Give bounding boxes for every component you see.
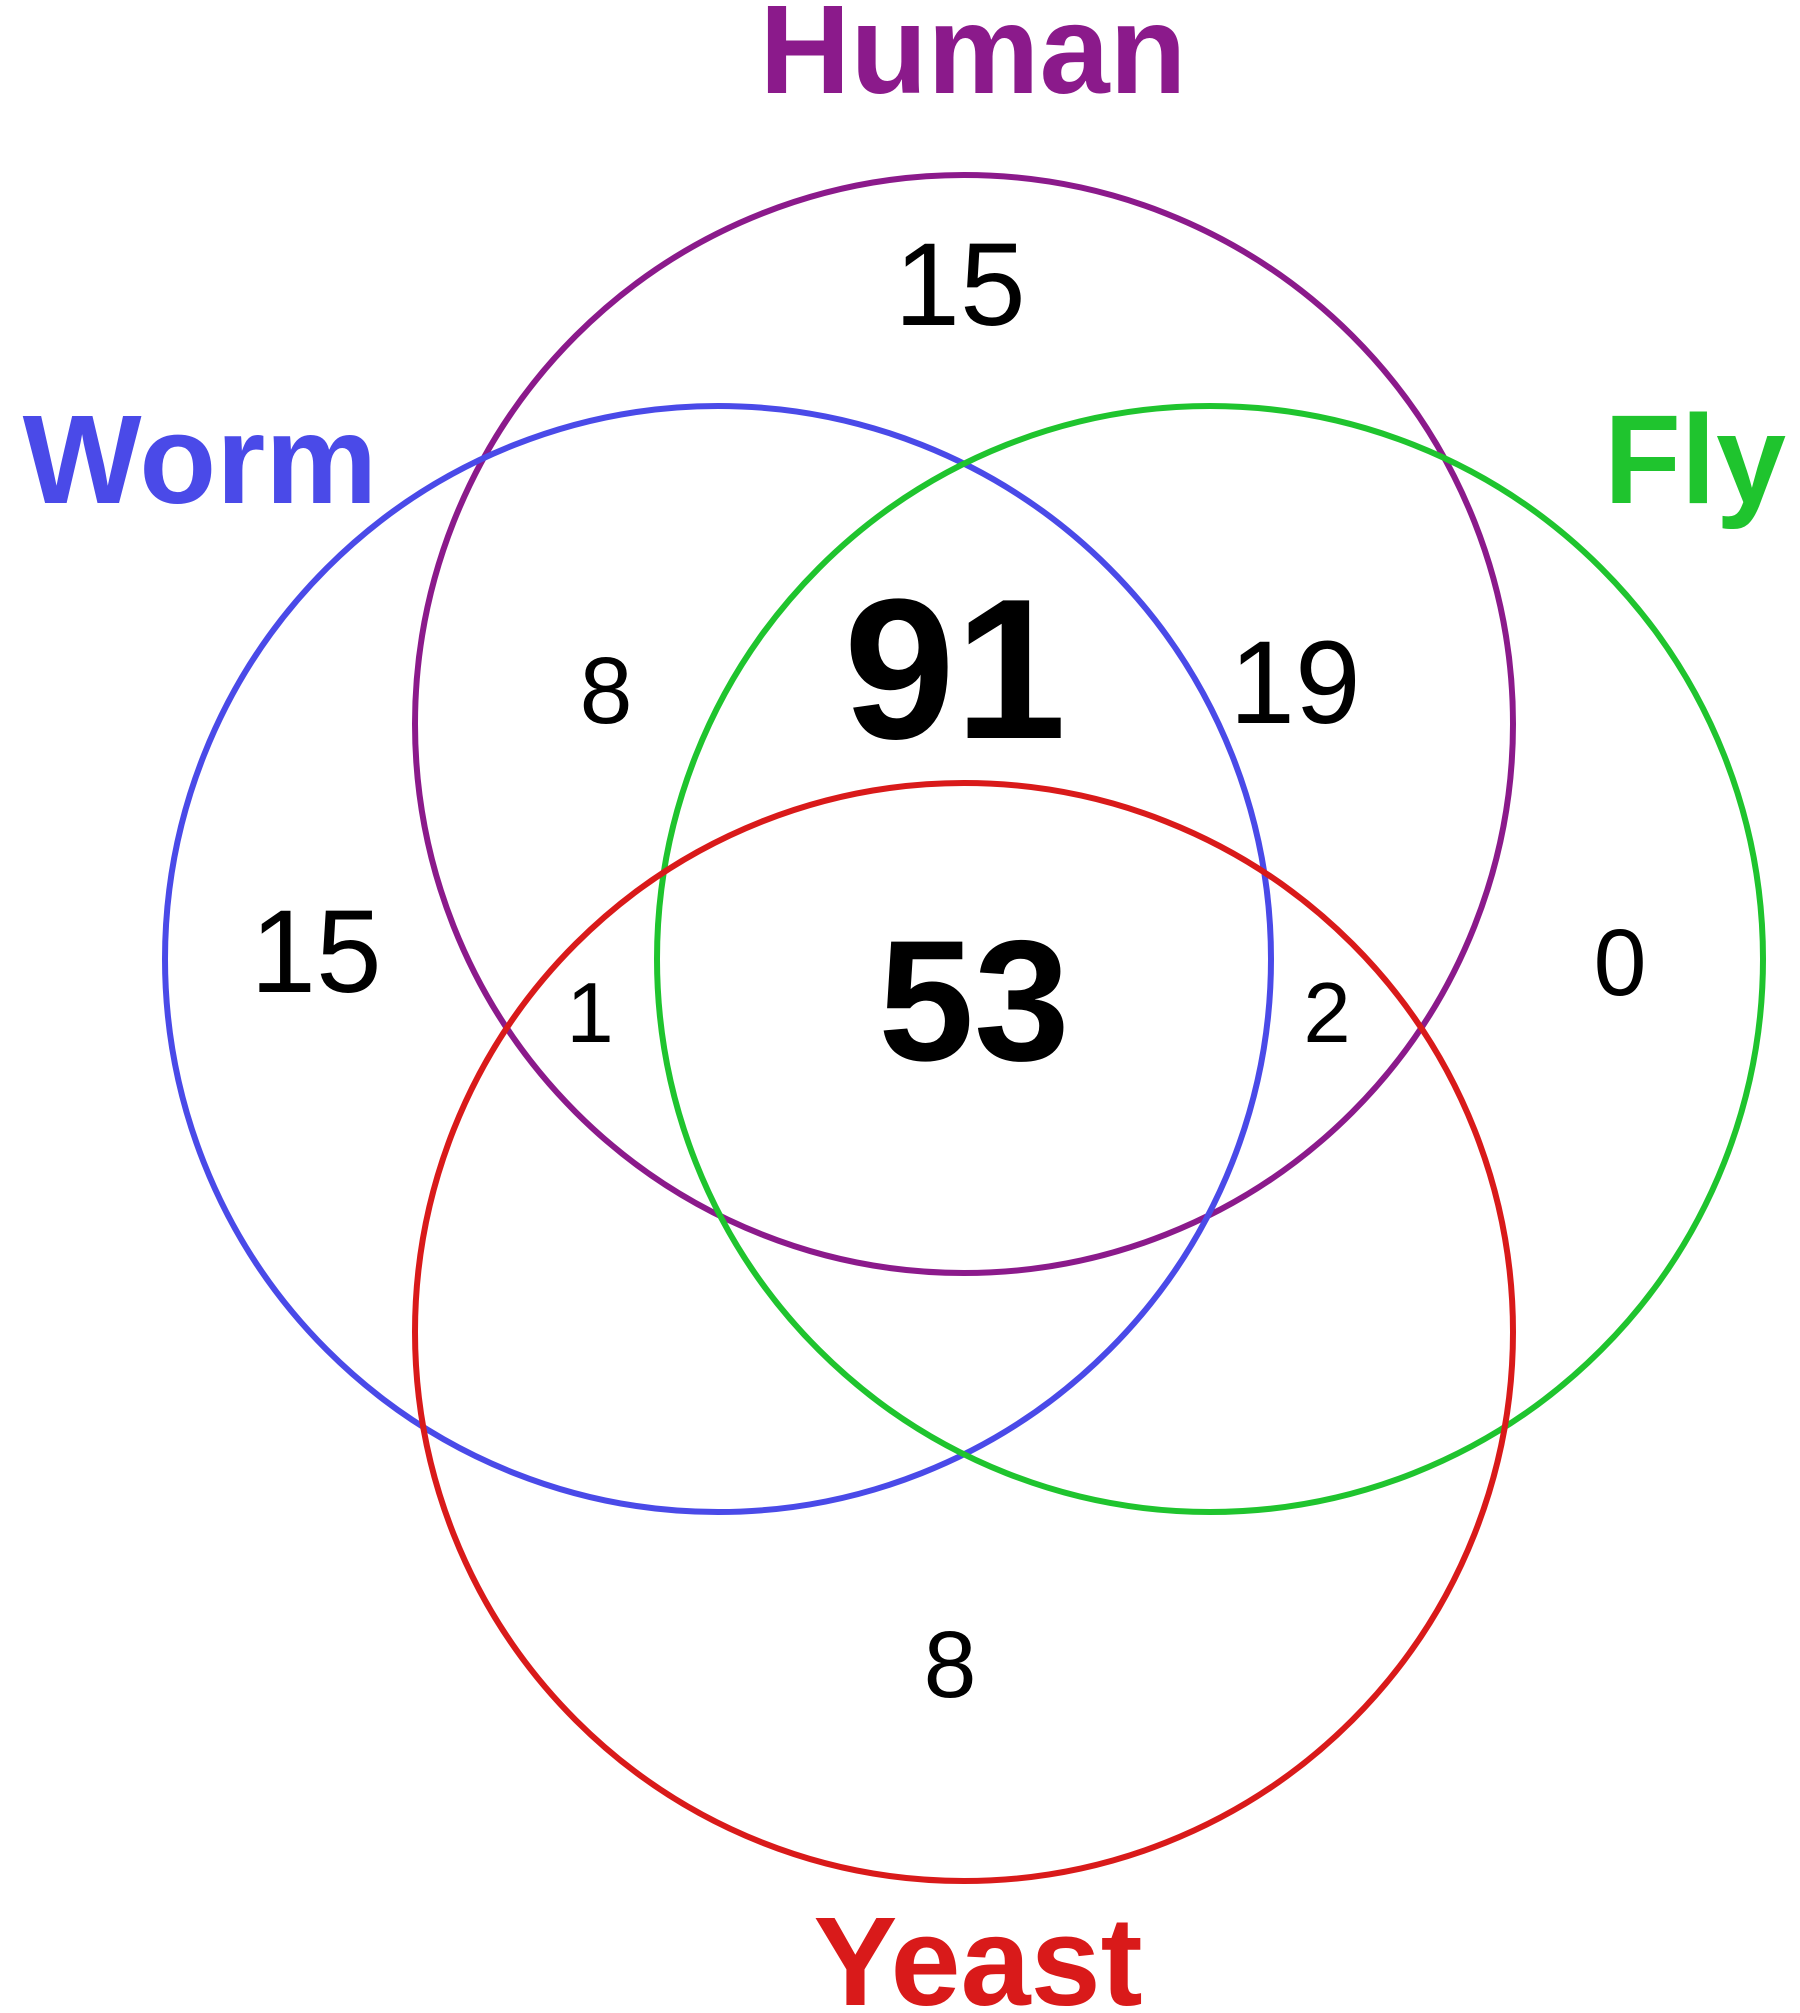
human-worm-fly-count: 91: [844, 558, 1066, 781]
yeast-only-count: 8: [924, 1612, 977, 1718]
fly-only-count: 0: [1594, 910, 1647, 1016]
human-label: Human: [759, 0, 1186, 120]
yeast-circle: [412, 780, 1516, 1884]
fly-circle: [654, 403, 1766, 1515]
human-fly-count: 19: [1229, 617, 1360, 749]
worm-only-count: 15: [250, 886, 381, 1018]
human-circle: [412, 172, 1516, 1276]
human-fly-yeast-count: 2: [1303, 966, 1350, 1061]
human-only-count: 15: [894, 219, 1025, 351]
human-worm-yeast-count: 1: [566, 966, 613, 1061]
human-worm-count: 8: [580, 638, 633, 744]
worm-circle: [162, 403, 1274, 1515]
yeast-label: Yeast: [813, 1891, 1142, 2013]
all-four-count: 53: [878, 905, 1069, 1097]
fly-label: Fly: [1604, 389, 1786, 530]
worm-label: Worm: [23, 389, 378, 530]
